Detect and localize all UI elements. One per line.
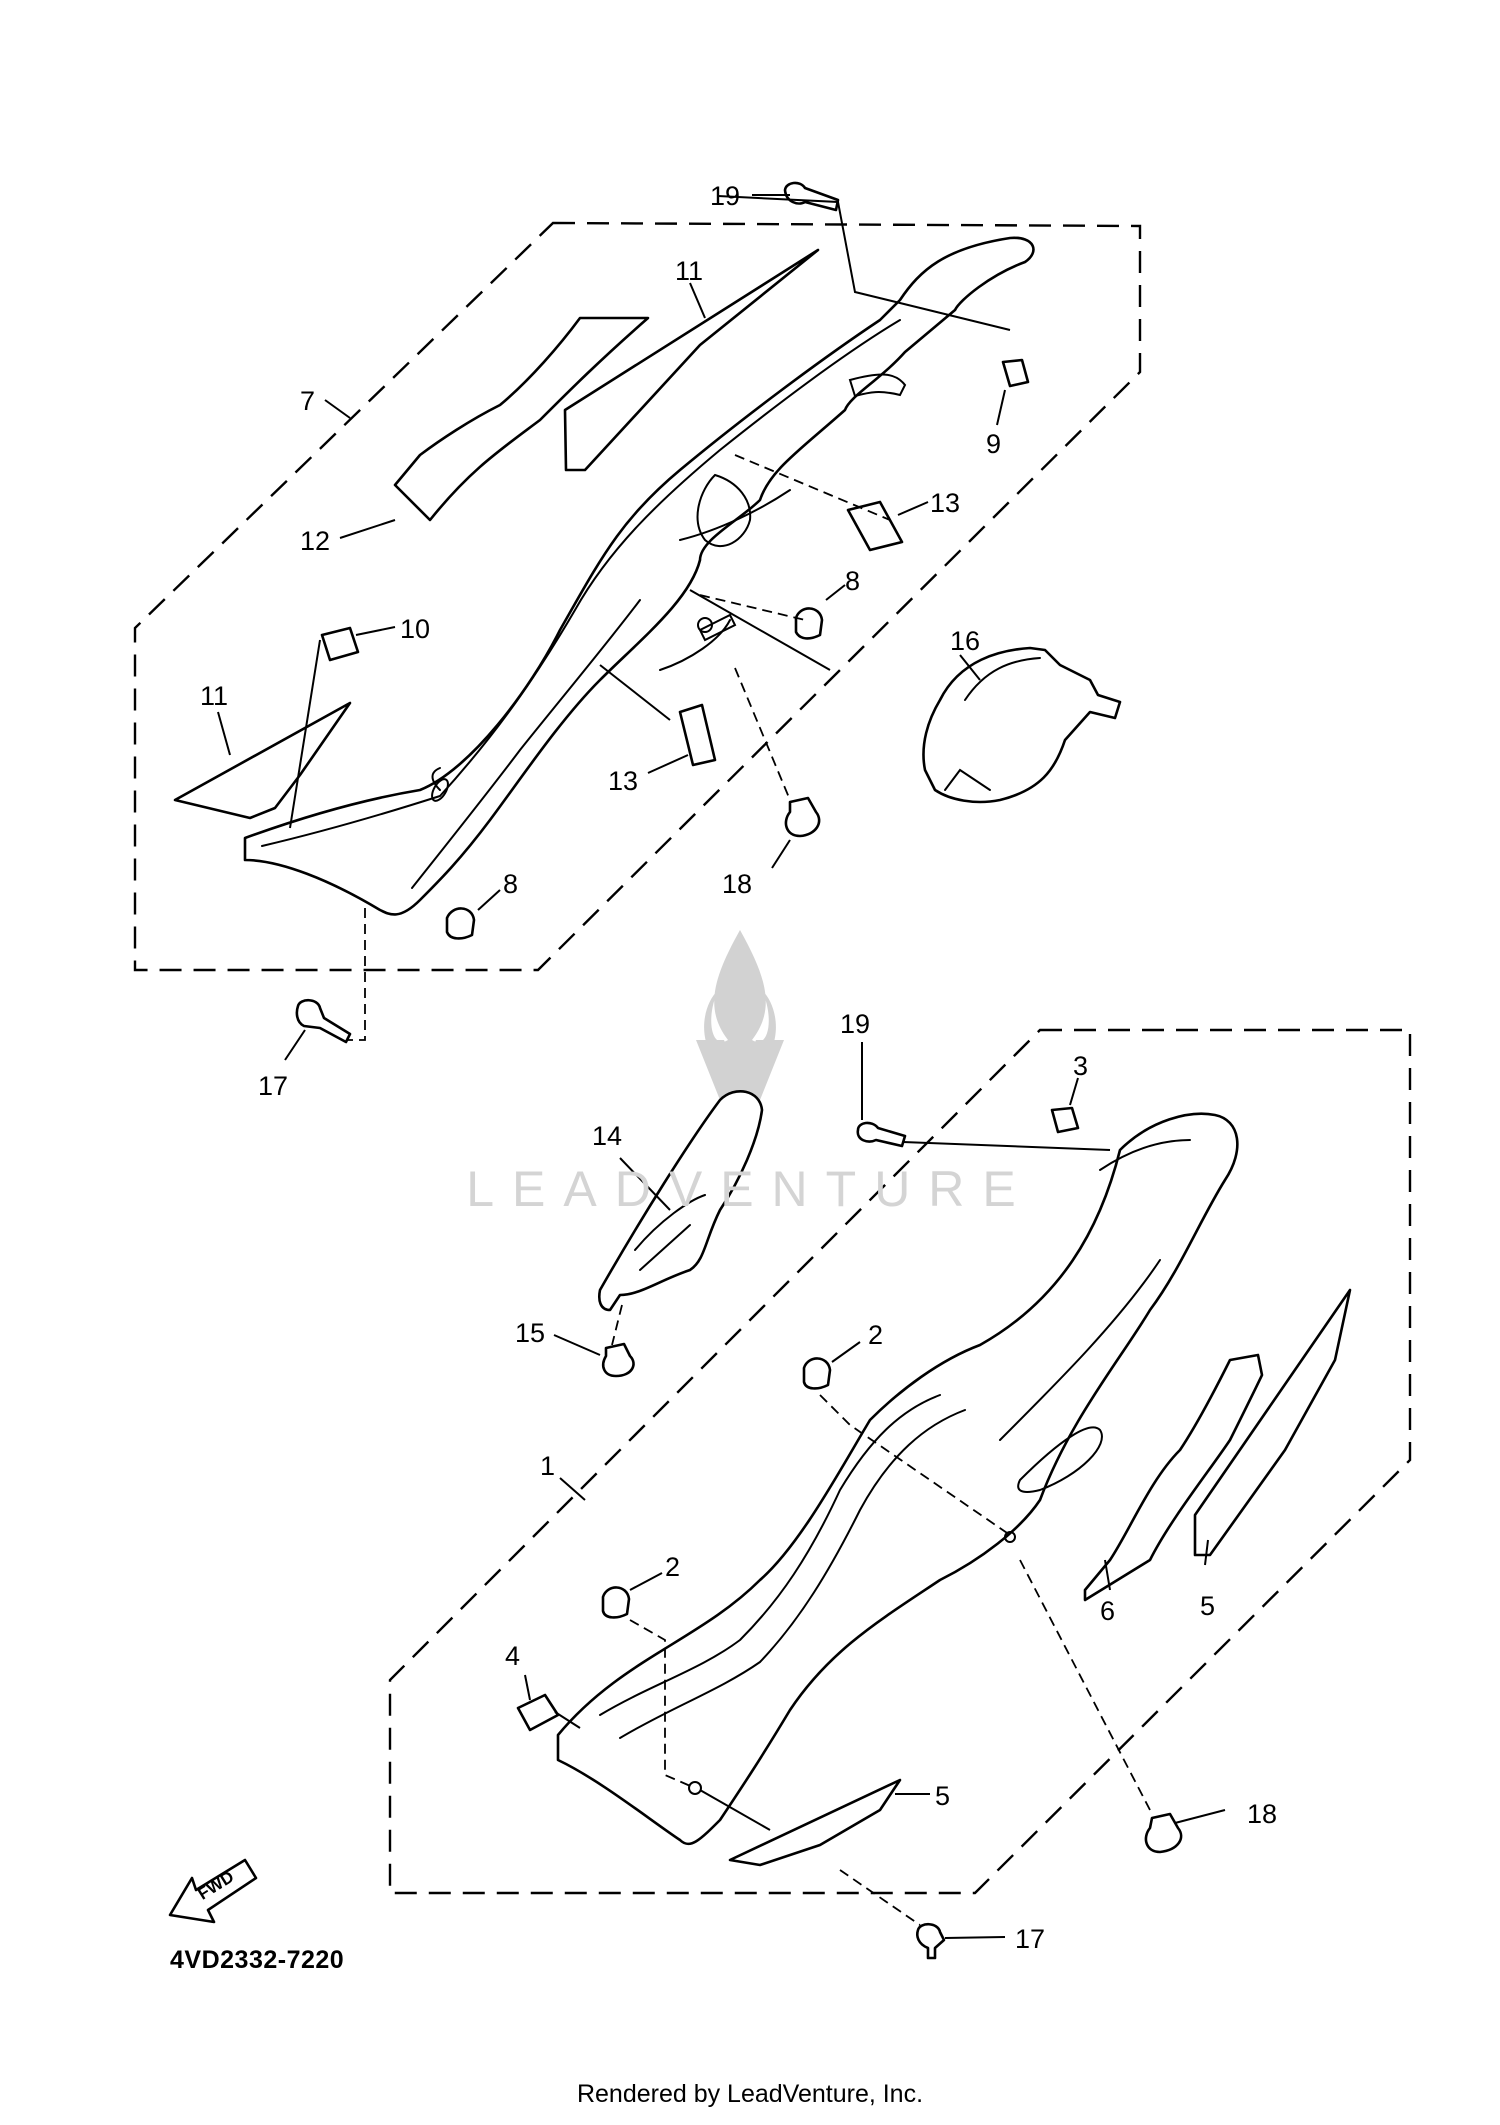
callout-2-lower: 2 [665, 1552, 680, 1582]
callout-5-right: 5 [1200, 1591, 1215, 1621]
decal-5-lower [728, 1778, 902, 1867]
callout-17-upper: 17 [258, 1071, 288, 1101]
part-4-block [516, 1693, 560, 1732]
callout-1: 1 [540, 1451, 555, 1481]
callout-12: 12 [300, 526, 330, 556]
part-19-screw-upper [783, 181, 840, 212]
part-19-screw-lower [856, 1121, 907, 1148]
part-2-grommet-lower [601, 1586, 631, 1619]
part-8-grommet-lower [445, 907, 476, 940]
part-18-bolt-upper [784, 796, 821, 838]
callout-8-lower: 8 [503, 869, 518, 899]
callout-3: 3 [1073, 1051, 1088, 1081]
part-2-grommet-upper [802, 1357, 832, 1390]
watermark-logo [696, 930, 784, 1120]
part-17-bolt-upper [295, 998, 352, 1044]
side-cover-lower [556, 1112, 1239, 1846]
decal-11-lower [173, 701, 352, 820]
part-16-taillight [922, 646, 1122, 804]
callout-9: 9 [986, 429, 1001, 459]
decal-6 [1083, 1353, 1264, 1602]
watermark-text: LEADVENTURE [466, 1161, 1034, 1217]
callout-19-upper: 19 [710, 181, 740, 211]
side-cover-upper [243, 236, 1035, 916]
callout-18-upper: 18 [722, 869, 752, 899]
callout-13-upper: 13 [930, 488, 960, 518]
diagram-code: 4VD2332-7220 [170, 1946, 345, 1974]
callout-5-lower: 5 [935, 1781, 950, 1811]
decal-5-right [1193, 1288, 1352, 1557]
callout-13-lower: 13 [608, 766, 638, 796]
part-15-screw [602, 1342, 635, 1378]
callout-17-lower: 17 [1015, 1924, 1045, 1954]
part-8-grommet-upper [794, 607, 824, 640]
callouts: 19 11 7 9 13 12 8 10 16 11 13 18 8 17 19… [200, 181, 1277, 1954]
render-credit: Rendered by LeadVenture, Inc. [576, 2080, 924, 2108]
callout-6: 6 [1100, 1596, 1115, 1626]
part-13-pad-lower [678, 703, 717, 767]
decal-11-upper [563, 248, 820, 472]
callout-11-upper: 11 [675, 256, 703, 286]
part-18-bolt-lower [1144, 1812, 1183, 1854]
part-3-clip [1050, 1106, 1080, 1134]
callout-7: 7 [300, 386, 315, 416]
callout-15: 15 [515, 1318, 545, 1348]
decal-12 [393, 316, 650, 522]
callout-8-upper: 8 [845, 566, 860, 596]
assembly-box-7 [133, 221, 1142, 972]
callout-2-upper: 2 [868, 1320, 883, 1350]
part-9-clip [1001, 358, 1030, 388]
callout-4: 4 [505, 1641, 520, 1671]
part-14-bracket [598, 1090, 764, 1312]
callout-18-lower: 18 [1247, 1799, 1277, 1829]
callout-14: 14 [592, 1121, 622, 1151]
part-13-pad-upper [846, 500, 904, 552]
callout-16: 16 [950, 626, 980, 656]
callout-10: 10 [400, 614, 430, 644]
part-10-block [320, 626, 360, 662]
callout-19-lower: 19 [840, 1009, 870, 1039]
fwd-arrow-icon: FWD [168, 1858, 258, 1924]
assembly-box-1 [388, 1028, 1412, 1895]
callout-11-lower: 11 [200, 681, 228, 711]
part-17-bolt-lower [916, 1922, 946, 1960]
